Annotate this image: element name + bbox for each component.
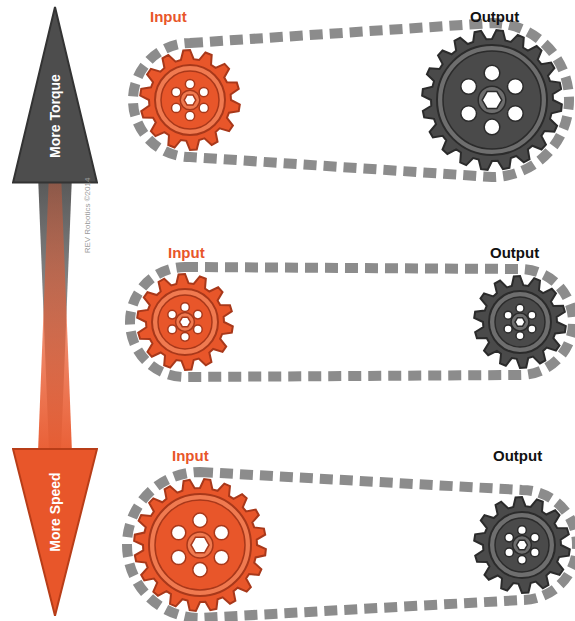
output-label: Output: [470, 8, 519, 25]
input-gear: [134, 479, 266, 611]
arrow-label: More Torque: [47, 74, 63, 158]
output-gear: [474, 276, 566, 368]
input-gear: [140, 50, 240, 150]
input-label: Input: [172, 447, 209, 464]
arrow-label: More Speed: [47, 473, 63, 552]
output-label: Output: [490, 244, 539, 261]
output-gear: [474, 497, 570, 593]
output-label: Output: [493, 447, 542, 464]
speed-arrowhead: More Speed: [12, 448, 98, 617]
chain: [133, 23, 569, 177]
watermark: REV Robotics ©2014: [84, 177, 93, 253]
chain: [127, 472, 575, 618]
input-label: Input: [168, 244, 205, 261]
chain: [130, 267, 573, 377]
output-gear: [422, 30, 562, 170]
torque-arrowhead: More Torque: [12, 6, 98, 184]
input-label: Input: [150, 8, 187, 25]
input-gear: [137, 274, 233, 370]
